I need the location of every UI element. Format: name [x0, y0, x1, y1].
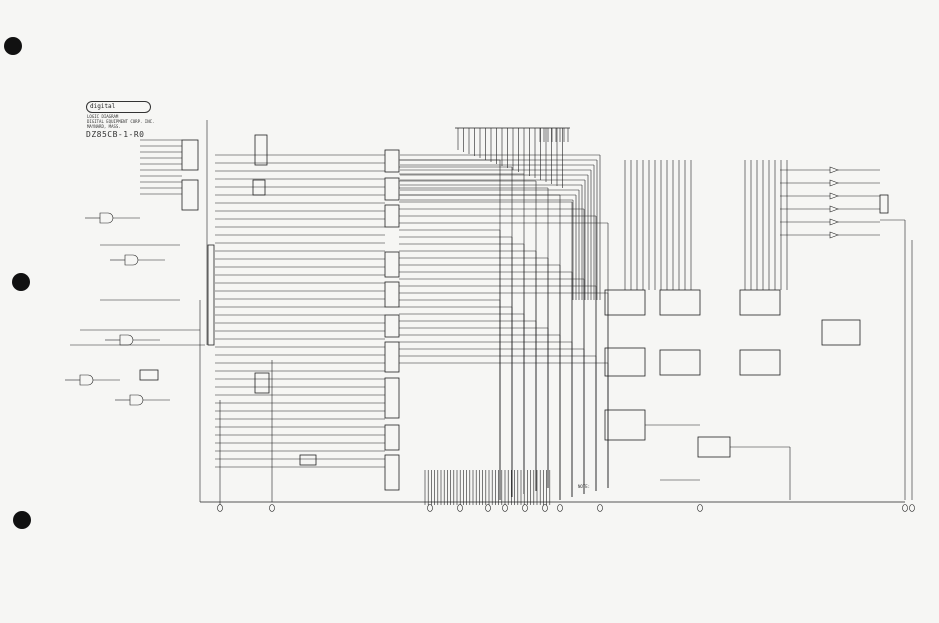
ic-chip	[299, 454, 317, 466]
connector-pin	[485, 504, 491, 512]
ic-chip	[384, 341, 400, 373]
ic-chip	[254, 134, 268, 166]
connector-pin	[597, 504, 603, 512]
connector-pin	[457, 504, 463, 512]
connector-pin	[522, 504, 528, 512]
and-gate	[79, 374, 94, 386]
ic-chip	[181, 139, 199, 171]
and-gate	[119, 334, 134, 346]
logo-text: digital	[90, 103, 116, 110]
ic-chip	[384, 454, 400, 491]
title-line-3: MAYNARD, MASS.	[87, 124, 121, 129]
ic-chip	[739, 349, 781, 376]
connector-pin	[427, 504, 433, 512]
buffer-gate	[829, 166, 839, 174]
connector-pin	[902, 504, 908, 512]
ic-chip	[821, 319, 861, 346]
title-line-1: LOGIC DIAGRAM	[87, 114, 119, 119]
buffer-gate	[829, 205, 839, 213]
title-line-2: DIGITAL EQUIPMENT CORP. INC.	[87, 119, 155, 124]
connector-pin	[217, 504, 223, 512]
ic-chip	[604, 347, 646, 377]
ic-chip	[139, 369, 159, 381]
ic-chip	[739, 289, 781, 316]
ic-chip	[384, 424, 400, 451]
ic-chip	[697, 436, 731, 458]
punch-hole	[12, 273, 30, 291]
ic-chip	[384, 177, 400, 201]
buffer-gate	[829, 231, 839, 239]
ic-chip	[384, 251, 400, 278]
drawing-number: DZ85CB-1-R0	[86, 130, 145, 139]
buffer-gate	[829, 179, 839, 187]
and-gate	[129, 394, 144, 406]
ic-chip	[879, 194, 889, 214]
and-gate	[99, 212, 114, 224]
ic-chip	[384, 149, 400, 173]
ic-chip	[207, 244, 215, 346]
and-gate	[124, 254, 139, 266]
connector-pin	[557, 504, 563, 512]
ic-chip	[384, 281, 400, 308]
logo-box: digital	[86, 101, 151, 113]
buffer-gate	[829, 218, 839, 226]
connector-pin	[542, 504, 548, 512]
connector-pin	[269, 504, 275, 512]
ic-chip	[384, 314, 400, 338]
punch-hole	[4, 37, 22, 55]
ic-chip	[252, 179, 266, 196]
ic-chip	[254, 372, 270, 394]
ic-chip	[659, 289, 701, 316]
connector-pin	[909, 504, 915, 512]
buffer-gate	[829, 192, 839, 200]
punch-hole	[13, 511, 31, 529]
connector-pin	[502, 504, 508, 512]
ic-chip	[604, 409, 646, 441]
ic-chip	[604, 289, 646, 316]
ic-chip	[384, 204, 400, 228]
connector-pin	[697, 504, 703, 512]
ic-chip	[181, 179, 199, 211]
ic-chip	[384, 377, 400, 419]
ic-chip	[659, 349, 701, 376]
